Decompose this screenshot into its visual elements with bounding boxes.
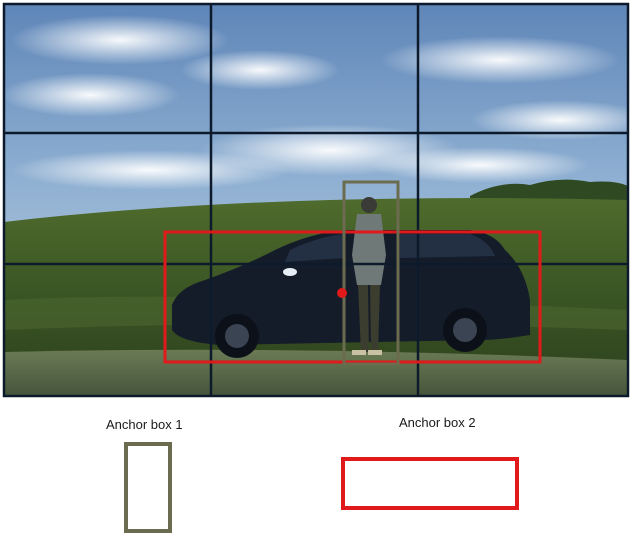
- anchor-box-1-tall: [124, 442, 172, 533]
- person-bounding-box: [342, 180, 400, 366]
- grid-overlay: [2, 2, 630, 398]
- anchor-box-2-wide: [341, 457, 519, 510]
- anchor-box-1-label: Anchor box 1: [106, 417, 183, 432]
- object-center-point: [337, 288, 347, 298]
- car-bounding-box: [163, 230, 542, 364]
- car-silhouette: [172, 230, 530, 358]
- grid-border: [2, 2, 630, 398]
- anchor-box-2-label: Anchor box 2: [399, 415, 476, 430]
- photo-grid-scene: [0, 2, 635, 398]
